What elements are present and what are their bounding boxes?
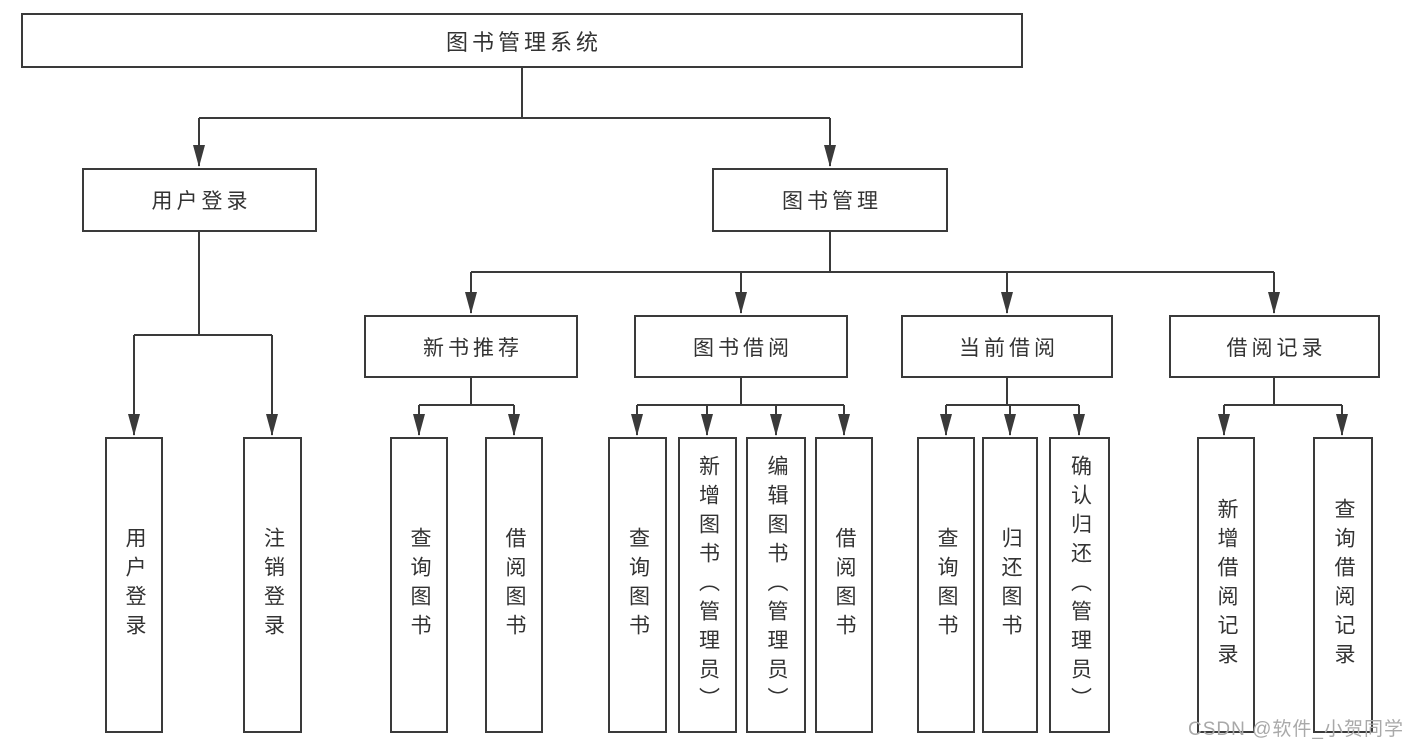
leaf-cb-confirm-return-admin: 确认归还（管理员）	[1049, 437, 1110, 733]
leaf-cb-return-books: 归还图书	[982, 437, 1038, 733]
node-user-login: 用户登录	[82, 168, 317, 232]
node-borrow-record: 借阅记录	[1169, 315, 1380, 378]
csdn-watermark: CSDN @软件_小贺同学	[1188, 719, 1404, 740]
node-book-borrow: 图书借阅	[634, 315, 848, 378]
leaf-br-add-record: 新增借阅记录	[1197, 437, 1255, 733]
leaf-logout: 注销登录	[243, 437, 302, 733]
leaf-bb-borrow-books: 借阅图书	[815, 437, 873, 733]
node-book-management: 图书管理	[712, 168, 948, 232]
leaf-bb-query-books: 查询图书	[608, 437, 667, 733]
leaf-nb-query-books: 查询图书	[390, 437, 448, 733]
node-current-borrow: 当前借阅	[901, 315, 1113, 378]
root-node-library-system: 图书管理系统	[21, 13, 1023, 68]
leaf-br-query-record: 查询借阅记录	[1313, 437, 1373, 733]
leaf-cb-query-books: 查询图书	[917, 437, 975, 733]
leaf-bb-edit-books-admin: 编辑图书（管理员）	[746, 437, 806, 733]
leaf-user-login: 用户登录	[105, 437, 163, 733]
leaf-bb-add-books-admin: 新增图书（管理员）	[678, 437, 737, 733]
leaf-nb-borrow-books: 借阅图书	[485, 437, 543, 733]
node-new-book-recommend: 新书推荐	[364, 315, 578, 378]
